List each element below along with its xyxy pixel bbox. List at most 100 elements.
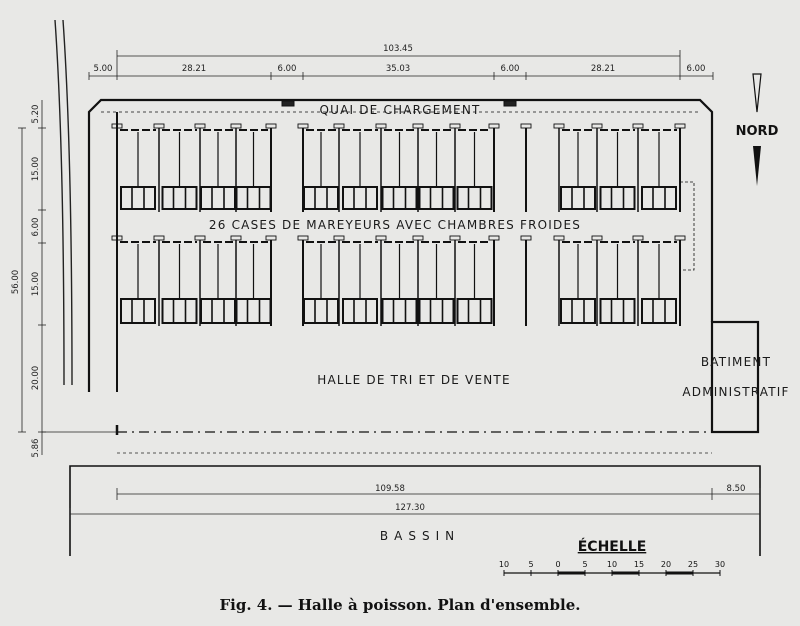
- cold-room: [120, 298, 156, 324]
- admin-label-line1: BATIMENT: [701, 355, 771, 369]
- north-arrow-icon: [752, 73, 762, 186]
- pillar: [488, 123, 500, 129]
- pillar: [194, 123, 206, 129]
- pillar: [153, 123, 165, 129]
- cold-room: [418, 186, 455, 210]
- dim-left-total: 56.00: [11, 270, 21, 294]
- pillar: [553, 123, 565, 129]
- scale-tick-label: 30: [715, 560, 725, 569]
- pillar: [230, 123, 242, 129]
- cold-room: [560, 298, 596, 324]
- cold-room: [641, 186, 677, 210]
- dim-bottom-total: 127.30: [395, 503, 425, 513]
- scale-tick-label: 10: [499, 560, 509, 569]
- pillar: [375, 123, 387, 129]
- dim-top-segment: 28.21: [182, 64, 206, 74]
- cold-room: [161, 186, 198, 210]
- pillar: [111, 123, 123, 129]
- scale-segment: [666, 571, 693, 575]
- dim-bottom-right: 8.50: [727, 484, 746, 494]
- dim-bottom-length: 109.58: [375, 484, 405, 494]
- dim-left-segment: 5.20: [31, 105, 41, 124]
- cold-room: [120, 186, 156, 210]
- cold-room: [456, 186, 493, 210]
- rail-track-line: [54, 19, 65, 386]
- north-label: NORD: [736, 124, 779, 139]
- scale-tick-label: 5: [528, 560, 533, 569]
- pillar: [520, 123, 532, 129]
- cold-room: [599, 298, 636, 324]
- dim-top-segment: 6.00: [501, 64, 520, 74]
- pillar: [449, 235, 461, 241]
- rail-track-line: [62, 19, 73, 386]
- scale-segment: [612, 571, 639, 575]
- pillar: [333, 235, 345, 241]
- pillar: [674, 235, 686, 241]
- scale-tick-label: 10: [607, 560, 617, 569]
- pillar: [488, 235, 500, 241]
- bassin-label: BASSIN: [380, 529, 460, 543]
- cold-room: [641, 298, 677, 324]
- cold-room: [235, 186, 272, 210]
- pillar: [375, 235, 387, 241]
- pillar: [297, 235, 309, 241]
- pillar: [449, 123, 461, 129]
- cold-room: [456, 298, 493, 324]
- scale-segment: [558, 571, 585, 575]
- halle-label: HALLE DE TRI ET DE VENTE: [317, 373, 511, 387]
- pillar: [297, 123, 309, 129]
- cold-room: [418, 298, 455, 324]
- pillar: [632, 235, 644, 241]
- dim-total-top: 103.45: [383, 44, 413, 54]
- dim-left-segment: 5.86: [31, 439, 41, 458]
- scale-bar: 10 5 0 5 10 15 20 25 30: [499, 560, 725, 576]
- top-dimension-lines: [88, 50, 714, 80]
- pillar: [333, 123, 345, 129]
- dim-left-segment: 20.00: [31, 366, 41, 390]
- cold-room: [342, 298, 378, 324]
- scale-tick-label: 0: [555, 560, 560, 569]
- dim-top-segment: 6.00: [687, 64, 706, 74]
- pillar: [591, 235, 603, 241]
- pillar: [265, 235, 277, 241]
- cold-room: [381, 298, 418, 324]
- dim-top-segment: 6.00: [278, 64, 297, 74]
- cold-room: [161, 298, 198, 324]
- dim-top-segment: 35.03: [386, 64, 410, 74]
- pillar: [265, 123, 277, 129]
- pillar: [591, 123, 603, 129]
- pillar: [153, 235, 165, 241]
- dim-left-segment: 15.00: [31, 272, 41, 296]
- cold-room: [381, 186, 418, 210]
- merchant-cells: [111, 123, 686, 326]
- scale-tick-label: 5: [582, 560, 587, 569]
- dim-top-segment: 28.21: [591, 64, 615, 74]
- left-dimension-lines: [18, 100, 46, 455]
- building-outline: [87, 98, 714, 392]
- pillar: [194, 235, 206, 241]
- cold-room: [599, 186, 636, 210]
- quai-label: QUAI DE CHARGEMENT: [319, 103, 480, 117]
- pillar: [632, 123, 644, 129]
- scale-tick-label: 15: [634, 560, 644, 569]
- dim-left-segment: 6.00: [31, 218, 41, 237]
- bottom-dimension-lines: [69, 488, 761, 520]
- admin-label-line2: ADMINISTRATIF: [682, 385, 789, 399]
- scale-tick-label: 25: [688, 560, 698, 569]
- dim-top-segment: 5.00: [94, 64, 113, 74]
- administrative-building: [710, 320, 760, 434]
- pillar: [553, 235, 565, 241]
- cold-room: [200, 186, 236, 210]
- scale-tick-label: 20: [661, 560, 671, 569]
- pillar: [412, 123, 424, 129]
- cold-room: [560, 186, 596, 210]
- pillar: [230, 235, 242, 241]
- cold-room: [235, 298, 272, 324]
- pillar: [520, 235, 532, 241]
- cold-room: [303, 298, 339, 324]
- cold-room: [200, 298, 236, 324]
- pillar: [674, 123, 686, 129]
- cold-room: [342, 186, 378, 210]
- cases-label: 26 CASES DE MAREYEURS AVEC CHAMBRES FROI…: [209, 218, 581, 232]
